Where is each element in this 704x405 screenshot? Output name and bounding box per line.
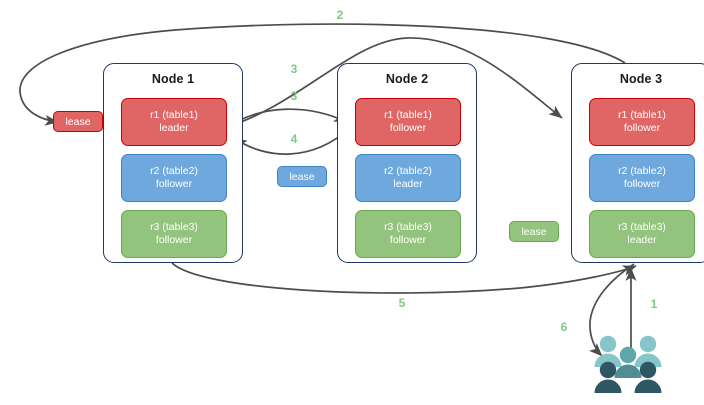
replica-name: r1 (table1) <box>618 109 666 121</box>
node-box-2[interactable]: Node 2 r1 (table1) follower r2 (table2) … <box>337 63 477 263</box>
lease-badge-green[interactable]: lease <box>509 221 559 242</box>
replica-name: r1 (table1) <box>384 109 432 121</box>
node-box-1[interactable]: Node 1 r1 (table1) leader r2 (table2) fo… <box>103 63 243 263</box>
replica-name: r2 (table2) <box>150 165 198 177</box>
lease-badge-red[interactable]: lease <box>53 111 103 132</box>
step-label-4: 4 <box>290 132 298 146</box>
replica-role: follower <box>623 122 661 134</box>
step-label-3b: 3 <box>290 89 298 103</box>
replica-name: r3 (table3) <box>618 221 666 233</box>
replica-name: r1 (table1) <box>150 109 198 121</box>
replica-role: leader <box>393 178 423 190</box>
step-label-1: 1 <box>650 297 658 311</box>
replica-r3[interactable]: r3 (table3) leader <box>589 210 695 258</box>
replica-r3[interactable]: r3 (table3) follower <box>121 210 227 258</box>
replica-name: r3 (table3) <box>384 221 432 233</box>
lease-badge-blue[interactable]: lease <box>277 166 327 187</box>
arrow-step-3b <box>225 108 348 129</box>
replica-r3[interactable]: r3 (table3) follower <box>355 210 461 258</box>
arrow-step-5 <box>171 262 637 294</box>
step-label-2: 2 <box>336 8 344 22</box>
replica-r1[interactable]: r1 (table1) follower <box>355 98 461 146</box>
replica-role: follower <box>155 234 193 246</box>
replica-name: r2 (table2) <box>618 165 666 177</box>
replica-r1[interactable]: r1 (table1) leader <box>121 98 227 146</box>
step-label-6: 6 <box>560 320 568 334</box>
replica-r2[interactable]: r2 (table2) follower <box>121 154 227 202</box>
users-icon <box>592 333 664 399</box>
replica-role: follower <box>623 178 661 190</box>
node-box-3[interactable]: Node 3 r1 (table1) follower r2 (table2) … <box>571 63 704 263</box>
replica-r2[interactable]: r2 (table2) leader <box>355 154 461 202</box>
replica-name: r3 (table3) <box>150 221 198 233</box>
node-title: Node 3 <box>619 72 663 86</box>
replica-role: follower <box>155 178 193 190</box>
node-title: Node 1 <box>151 72 195 86</box>
step-label-5: 5 <box>398 296 406 310</box>
replica-role: leader <box>627 234 657 246</box>
node-title: Node 2 <box>385 72 429 86</box>
replica-role: leader <box>159 122 189 134</box>
replica-name: r2 (table2) <box>384 165 432 177</box>
replica-r2[interactable]: r2 (table2) follower <box>589 154 695 202</box>
step-label-3a: 3 <box>290 62 298 76</box>
replica-role: follower <box>389 122 427 134</box>
replica-role: follower <box>389 234 427 246</box>
replica-r1[interactable]: r1 (table1) follower <box>589 98 695 146</box>
